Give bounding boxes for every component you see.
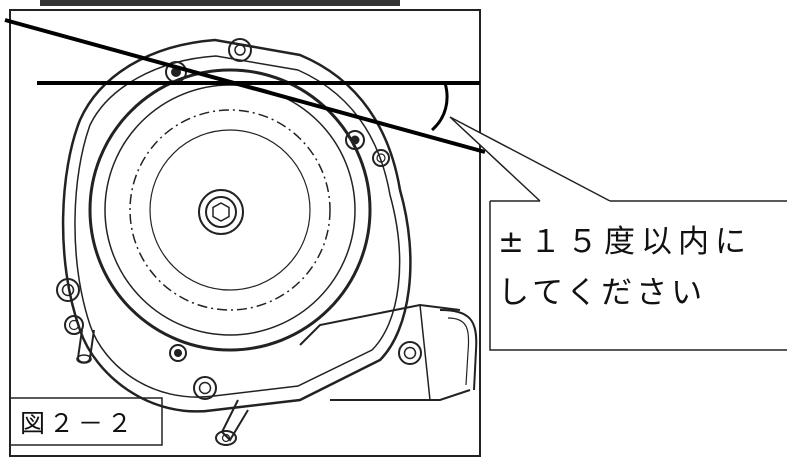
- left-pin: [76, 329, 95, 364]
- figure-caption: 図２－２: [20, 409, 136, 438]
- perimeter-bolts: [56, 38, 422, 400]
- bolt: [345, 130, 365, 150]
- bolt: [398, 341, 422, 365]
- bolt: [193, 376, 217, 400]
- callout-line-1: ±１５度以内に: [498, 224, 752, 260]
- bolt: [64, 315, 84, 335]
- bolt: [372, 149, 390, 167]
- callout: ±１５度以内に してください: [449, 116, 787, 351]
- angle-arc: [430, 82, 449, 132]
- bolt: [228, 38, 252, 62]
- outlet-pipe: [299, 303, 478, 401]
- drain-fitting: [215, 399, 249, 446]
- top-text-fragment: [40, 0, 400, 6]
- figure-frame: [9, 9, 481, 457]
- bolt: [56, 278, 80, 302]
- bolt: [169, 344, 187, 362]
- pump-body: [61, 38, 412, 413]
- figure-caption-box: 図２－２: [9, 397, 163, 446]
- callout-line-2: してください: [498, 275, 706, 311]
- tilted-reference-line: [4, 18, 486, 154]
